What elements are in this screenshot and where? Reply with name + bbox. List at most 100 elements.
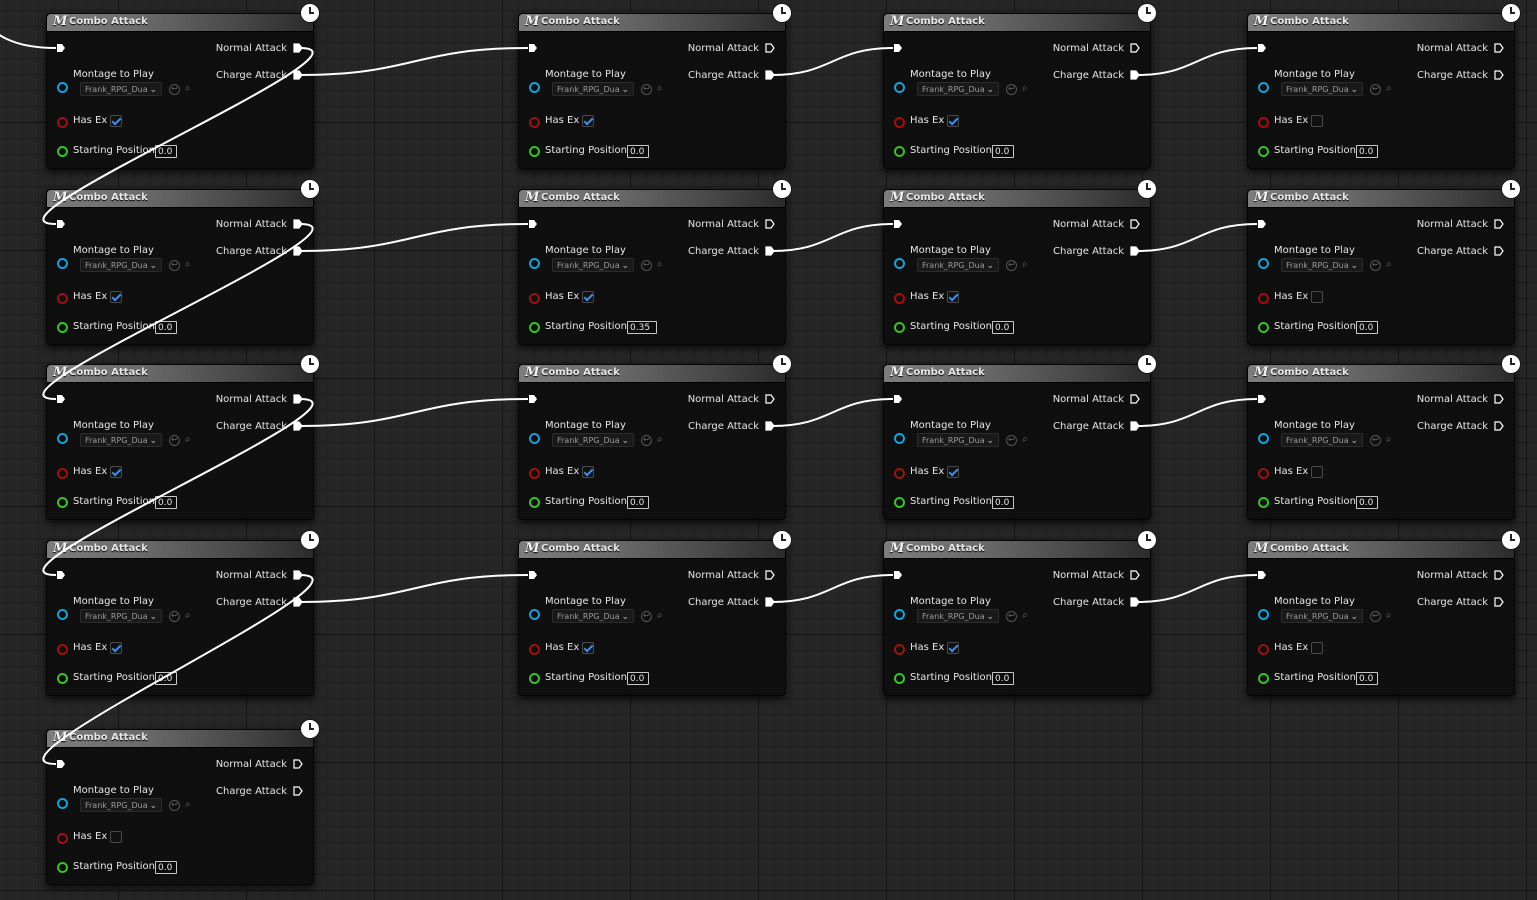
has-ex-checkbox[interactable] bbox=[947, 115, 959, 127]
browse-asset-search-icon[interactable]: ⌕ bbox=[657, 434, 663, 445]
normal-attack-exec-pin[interactable] bbox=[293, 570, 303, 580]
exec-input-pin[interactable] bbox=[1257, 219, 1267, 229]
starting-position-input-pin[interactable] bbox=[529, 497, 540, 508]
combo-attack-node[interactable]: M Combo Attack Normal Attack Charge Atta… bbox=[883, 354, 1157, 520]
node-header[interactable]: M Combo Attack bbox=[519, 541, 785, 559]
montage-input-pin[interactable] bbox=[1258, 609, 1269, 620]
browse-asset-search-icon[interactable]: ⌕ bbox=[1022, 434, 1028, 445]
normal-attack-exec-pin[interactable] bbox=[293, 219, 303, 229]
starting-position-input-pin[interactable] bbox=[529, 146, 540, 157]
exec-input-pin[interactable] bbox=[1257, 570, 1267, 580]
has-ex-checkbox[interactable] bbox=[110, 642, 122, 654]
has-ex-input-pin[interactable] bbox=[1258, 293, 1269, 304]
montage-asset-dropdown[interactable]: Frank_RPG_Dua ⌄ bbox=[917, 609, 999, 623]
montage-asset-dropdown[interactable]: Frank_RPG_Dua ⌄ bbox=[80, 609, 162, 623]
node-header[interactable]: M Combo Attack bbox=[47, 365, 313, 383]
charge-attack-exec-pin[interactable] bbox=[1130, 70, 1140, 80]
node-header[interactable]: M Combo Attack bbox=[47, 541, 313, 559]
browse-asset-search-icon[interactable]: ⌕ bbox=[657, 259, 663, 270]
exec-input-pin[interactable] bbox=[56, 394, 66, 404]
exec-input-pin[interactable] bbox=[528, 219, 538, 229]
charge-attack-exec-pin[interactable] bbox=[765, 421, 775, 431]
has-ex-checkbox[interactable] bbox=[947, 466, 959, 478]
browse-asset-search-icon[interactable]: ⌕ bbox=[185, 610, 191, 621]
exec-input-pin[interactable] bbox=[1257, 394, 1267, 404]
has-ex-input-pin[interactable] bbox=[1258, 468, 1269, 479]
starting-position-field[interactable]: 0.0 bbox=[155, 321, 177, 334]
starting-position-input-pin[interactable] bbox=[894, 497, 905, 508]
starting-position-input-pin[interactable] bbox=[57, 497, 68, 508]
has-ex-input-pin[interactable] bbox=[529, 468, 540, 479]
combo-attack-node[interactable]: M Combo Attack Normal Attack Charge Atta… bbox=[1247, 530, 1521, 696]
montage-input-pin[interactable] bbox=[57, 82, 68, 93]
montage-input-pin[interactable] bbox=[894, 609, 905, 620]
has-ex-input-pin[interactable] bbox=[894, 293, 905, 304]
node-header[interactable]: M Combo Attack bbox=[519, 14, 785, 32]
charge-attack-exec-pin[interactable] bbox=[1494, 421, 1504, 431]
starting-position-field[interactable]: 0.0 bbox=[1356, 145, 1378, 158]
starting-position-input-pin[interactable] bbox=[57, 673, 68, 684]
browse-asset-search-icon[interactable]: ⌕ bbox=[1386, 610, 1392, 621]
normal-attack-exec-pin[interactable] bbox=[293, 43, 303, 53]
starting-position-input-pin[interactable] bbox=[894, 322, 905, 333]
has-ex-checkbox[interactable] bbox=[947, 642, 959, 654]
starting-position-input-pin[interactable] bbox=[1258, 673, 1269, 684]
exec-input-pin[interactable] bbox=[528, 394, 538, 404]
normal-attack-exec-pin[interactable] bbox=[293, 394, 303, 404]
browse-asset-search-icon[interactable]: ⌕ bbox=[1022, 83, 1028, 94]
use-selected-asset-icon[interactable]: ↩ bbox=[1006, 84, 1017, 95]
browse-asset-search-icon[interactable]: ⌕ bbox=[185, 259, 191, 270]
starting-position-field[interactable]: 0.0 bbox=[992, 496, 1014, 509]
normal-attack-exec-pin[interactable] bbox=[1130, 43, 1140, 53]
has-ex-checkbox[interactable] bbox=[110, 115, 122, 127]
use-selected-asset-icon[interactable]: ↩ bbox=[1370, 611, 1381, 622]
has-ex-input-pin[interactable] bbox=[1258, 644, 1269, 655]
browse-asset-search-icon[interactable]: ⌕ bbox=[185, 434, 191, 445]
node-header[interactable]: M Combo Attack bbox=[47, 730, 313, 748]
normal-attack-exec-pin[interactable] bbox=[293, 759, 303, 769]
montage-asset-dropdown[interactable]: Frank_RPG_Dua ⌄ bbox=[80, 258, 162, 272]
browse-asset-search-icon[interactable]: ⌕ bbox=[1386, 434, 1392, 445]
starting-position-field[interactable]: 0.0 bbox=[992, 672, 1014, 685]
charge-attack-exec-pin[interactable] bbox=[765, 246, 775, 256]
charge-attack-exec-pin[interactable] bbox=[765, 70, 775, 80]
use-selected-asset-icon[interactable]: ↩ bbox=[1006, 435, 1017, 446]
combo-attack-node[interactable]: M Combo Attack Normal Attack Charge Atta… bbox=[883, 3, 1157, 169]
browse-asset-search-icon[interactable]: ⌕ bbox=[657, 83, 663, 94]
browse-asset-search-icon[interactable]: ⌕ bbox=[1022, 259, 1028, 270]
use-selected-asset-icon[interactable]: ↩ bbox=[1370, 84, 1381, 95]
use-selected-asset-icon[interactable]: ↩ bbox=[641, 611, 652, 622]
starting-position-input-pin[interactable] bbox=[1258, 146, 1269, 157]
combo-attack-node[interactable]: M Combo Attack Normal Attack Charge Atta… bbox=[518, 179, 792, 345]
node-header[interactable]: M Combo Attack bbox=[884, 190, 1150, 208]
exec-input-pin[interactable] bbox=[528, 570, 538, 580]
normal-attack-exec-pin[interactable] bbox=[1494, 219, 1504, 229]
combo-attack-node[interactable]: M Combo Attack Normal Attack Charge Atta… bbox=[1247, 3, 1521, 169]
has-ex-input-pin[interactable] bbox=[529, 293, 540, 304]
has-ex-checkbox[interactable] bbox=[110, 466, 122, 478]
browse-asset-search-icon[interactable]: ⌕ bbox=[657, 610, 663, 621]
montage-input-pin[interactable] bbox=[894, 82, 905, 93]
exec-input-pin[interactable] bbox=[56, 219, 66, 229]
charge-attack-wire[interactable] bbox=[1136, 223, 1258, 252]
browse-asset-search-icon[interactable]: ⌕ bbox=[1386, 83, 1392, 94]
montage-asset-dropdown[interactable]: Frank_RPG_Dua ⌄ bbox=[80, 82, 162, 96]
exec-input-pin[interactable] bbox=[893, 43, 903, 53]
starting-position-field[interactable]: 0.0 bbox=[1356, 321, 1378, 334]
starting-position-field[interactable]: 0.35 bbox=[627, 321, 657, 334]
combo-attack-node[interactable]: M Combo Attack Normal Attack Charge Atta… bbox=[46, 179, 320, 345]
node-header[interactable]: M Combo Attack bbox=[47, 190, 313, 208]
charge-attack-wire[interactable] bbox=[771, 574, 894, 603]
has-ex-input-pin[interactable] bbox=[57, 833, 68, 844]
combo-attack-node[interactable]: M Combo Attack Normal Attack Charge Atta… bbox=[883, 179, 1157, 345]
montage-input-pin[interactable] bbox=[57, 433, 68, 444]
combo-attack-node[interactable]: M Combo Attack Normal Attack Charge Atta… bbox=[883, 530, 1157, 696]
starting-position-input-pin[interactable] bbox=[529, 673, 540, 684]
browse-asset-search-icon[interactable]: ⌕ bbox=[1022, 610, 1028, 621]
charge-attack-wire[interactable] bbox=[299, 223, 529, 252]
montage-asset-dropdown[interactable]: Frank_RPG_Dua ⌄ bbox=[1281, 433, 1363, 447]
use-selected-asset-icon[interactable]: ↩ bbox=[1006, 611, 1017, 622]
starting-position-input-pin[interactable] bbox=[57, 322, 68, 333]
exec-input-pin[interactable] bbox=[893, 394, 903, 404]
browse-asset-search-icon[interactable]: ⌕ bbox=[1386, 259, 1392, 270]
